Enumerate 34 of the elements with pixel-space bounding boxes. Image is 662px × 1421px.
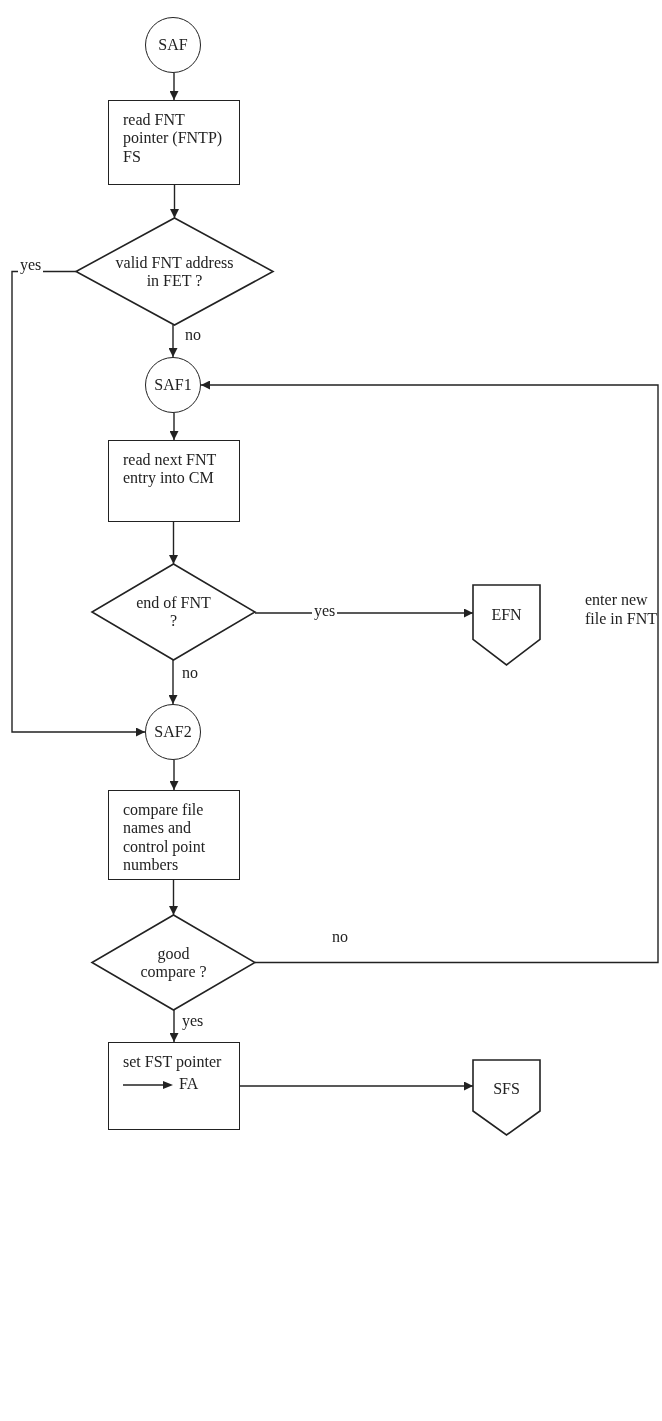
node-text: compare file names and control point numbers bbox=[123, 801, 207, 875]
process-box bbox=[108, 1042, 240, 1130]
node-text: valid FNT address in FET ? bbox=[114, 253, 235, 290]
node-text: EFN bbox=[490, 606, 523, 625]
connector-arrow bbox=[239, 1081, 474, 1091]
connector-arrow bbox=[169, 521, 178, 565]
connector-circle bbox=[145, 17, 201, 73]
connector-arrow bbox=[169, 879, 178, 916]
process-box bbox=[108, 100, 240, 185]
node-text: FA bbox=[179, 1075, 199, 1094]
node-text: read next FNT entry into CM bbox=[123, 451, 217, 488]
connector-arrow bbox=[168, 324, 178, 358]
connector-circle bbox=[145, 704, 201, 760]
node-text: SAF2 bbox=[154, 723, 192, 741]
connector-arrow bbox=[11, 270, 146, 737]
connector-arrow bbox=[169, 1009, 179, 1043]
node-text: set FST pointer bbox=[123, 1053, 223, 1072]
node-text: end of FNT ? bbox=[135, 593, 212, 631]
node-text: SAF bbox=[158, 36, 188, 54]
connector-arrow bbox=[169, 759, 179, 791]
node-text: SAF1 bbox=[154, 376, 192, 394]
connector-circle bbox=[145, 357, 201, 413]
annotation-text: enter new file in FNT bbox=[585, 590, 658, 629]
connector-arrow bbox=[169, 72, 179, 101]
connector-arrow bbox=[170, 184, 179, 219]
node-text: SFS bbox=[492, 1079, 521, 1098]
node-text: read FNT pointer (FNTP) FS bbox=[123, 111, 224, 167]
connector-arrow bbox=[169, 412, 179, 441]
node-text: good compare ? bbox=[139, 944, 208, 981]
process-box bbox=[108, 440, 240, 522]
connector-arrow bbox=[168, 659, 178, 705]
connector-arrow bbox=[254, 608, 474, 618]
process-box bbox=[108, 790, 240, 880]
connector-arrow bbox=[200, 380, 659, 964]
